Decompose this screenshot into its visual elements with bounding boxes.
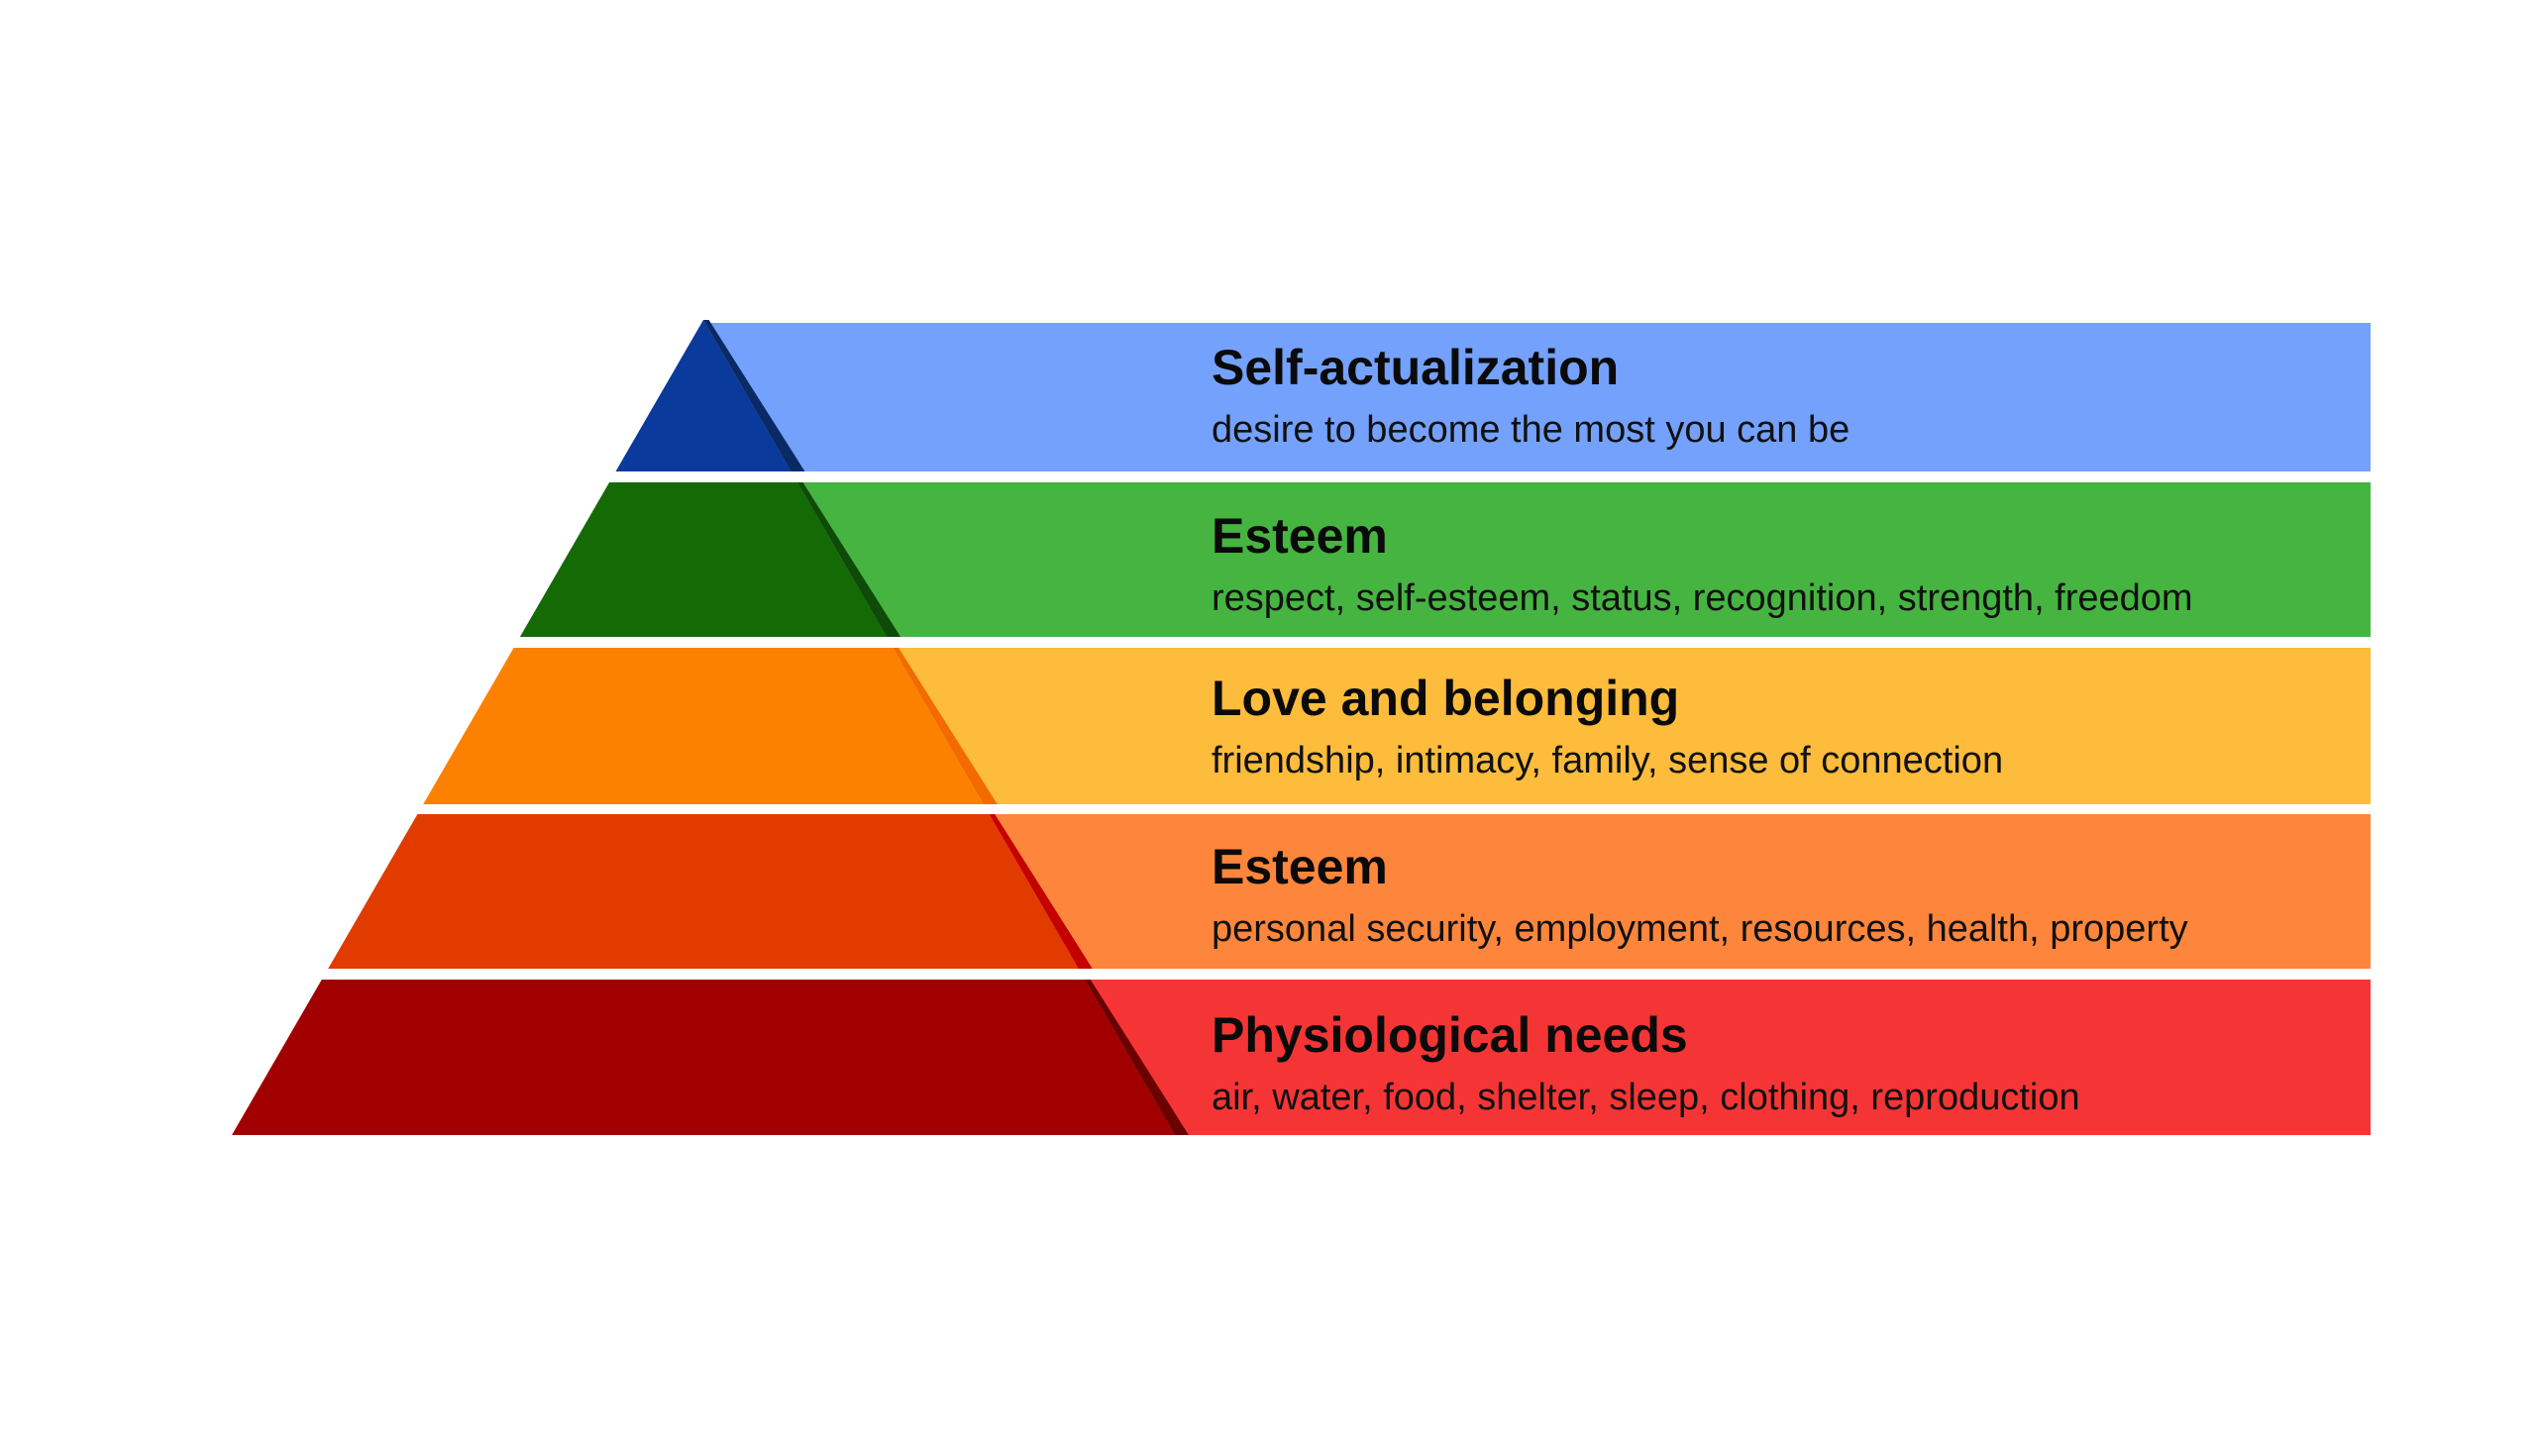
tier-description-love-and-belonging: friendship, intimacy, family, sense of c… (1212, 740, 2004, 781)
pyramid-edge-self-actualization (703, 320, 805, 471)
tier-description-esteem-lower: personal security, employment, resources… (1212, 908, 2188, 950)
tier-title-esteem-upper: Esteem (1212, 508, 1388, 564)
pyramid-section-physiological-needs (232, 980, 1175, 1135)
tier-band-physiological-needs (1085, 980, 2371, 1135)
tier-band-esteem-lower (989, 814, 2371, 969)
tier-title-esteem-lower: Esteem (1212, 839, 1388, 894)
pyramid-edge-esteem-upper (796, 482, 901, 637)
tier-description-physiological-needs: air, water, food, shelter, sleep, clothi… (1212, 1077, 2080, 1118)
tier-band-love-and-belonging (893, 648, 2371, 804)
tier-title-love-and-belonging: Love and belonging (1212, 671, 1680, 726)
tier-title-physiological-needs: Physiological needs (1212, 1007, 1688, 1063)
pyramid-section-esteem-lower (328, 814, 1079, 969)
tier-description-esteem-upper: respect, self-esteem, status, recognitio… (1212, 577, 2193, 619)
pyramid-edge-esteem-lower (989, 814, 1093, 969)
pyramid-section-esteem-upper (519, 482, 888, 637)
pyramid-section-self-actualization (615, 320, 792, 471)
tier-title-self-actualization: Self-actualization (1212, 340, 1620, 395)
tier-band-self-actualization (704, 323, 2372, 471)
pyramid-edge-love-and-belonging (893, 648, 998, 804)
pyramid-edge-physiological-needs (1085, 980, 1189, 1135)
tier-band-esteem-upper (796, 482, 2371, 637)
tier-description-self-actualization: desire to become the most you can be (1212, 409, 1850, 451)
pyramid-section-love-and-belonging (423, 648, 984, 804)
